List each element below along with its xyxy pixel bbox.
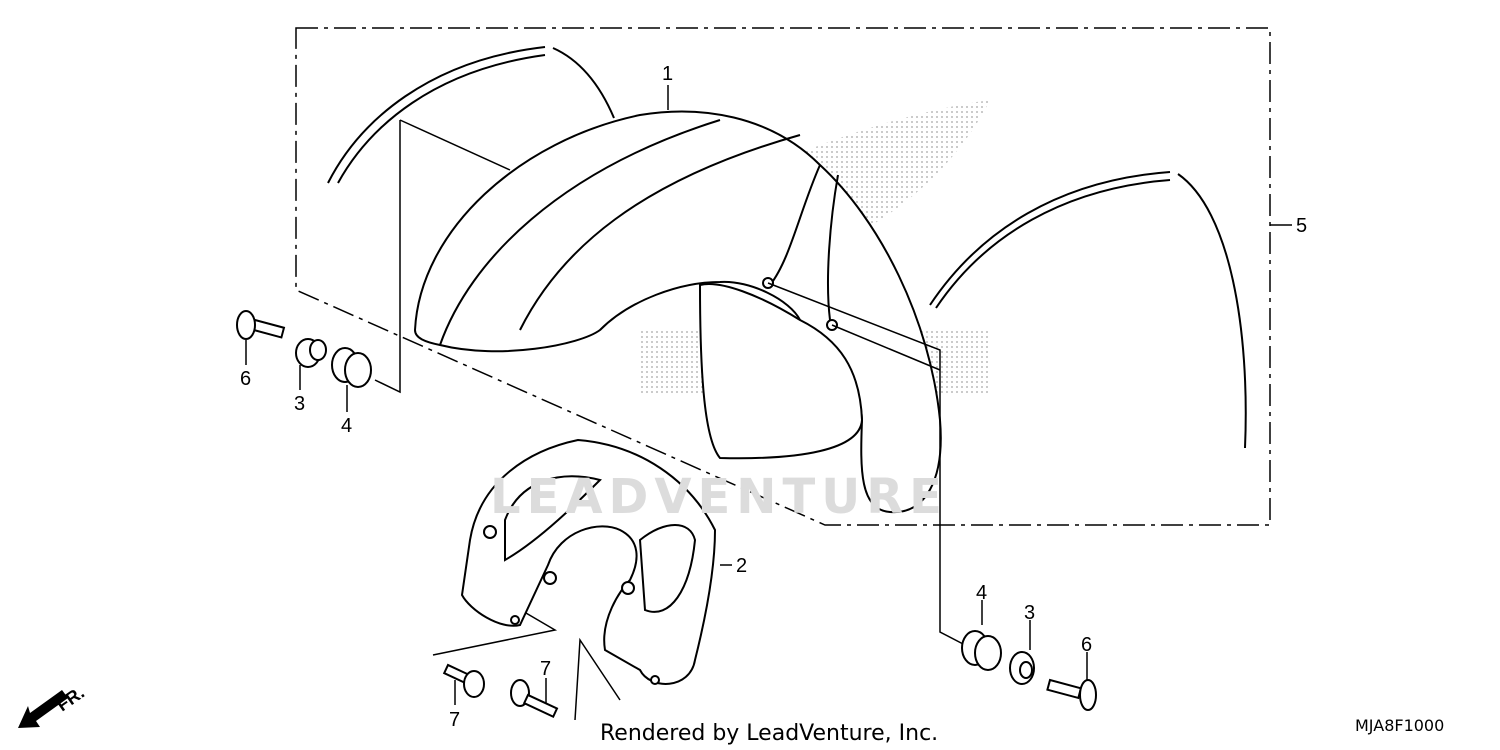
bolt-left — [236, 310, 286, 340]
front-direction-arrow-icon — [18, 690, 68, 728]
callout-3-right: 3 — [1024, 602, 1035, 624]
callout-6-right: 6 — [1081, 634, 1092, 656]
front-direction-label: FR. — [53, 682, 88, 715]
flange-bolt-b — [510, 679, 559, 719]
callout-7-b: 7 — [449, 709, 460, 731]
callout-7-a: 7 — [540, 658, 551, 680]
flange-bolt-a — [442, 663, 485, 698]
inner-fender — [460, 438, 717, 685]
stripe-right — [929, 171, 1247, 449]
kit-boundary — [295, 27, 1271, 526]
collar-right — [1009, 651, 1035, 685]
grommet-left — [331, 347, 372, 388]
bolt-right — [1046, 678, 1097, 711]
callout-5: 5 — [1296, 215, 1307, 237]
collar-left — [295, 338, 327, 368]
callout-1: 1 — [662, 63, 673, 85]
front-fender — [413, 110, 942, 514]
leadventure-watermark: LEADVENTURE — [490, 469, 948, 525]
footer-credit: Rendered by LeadVenture, Inc. — [600, 721, 938, 746]
grommet-right — [961, 630, 1002, 671]
callout-4-left: 4 — [341, 415, 352, 437]
diagram-code: MJA8F1000 — [1355, 716, 1444, 735]
callout-2: 2 — [736, 555, 747, 577]
callout-6-left: 6 — [240, 368, 251, 390]
callout-4-right: 4 — [976, 582, 987, 604]
leader-lines — [245, 85, 1292, 721]
callout-3-left: 3 — [294, 393, 305, 415]
stripe-left — [327, 46, 615, 184]
